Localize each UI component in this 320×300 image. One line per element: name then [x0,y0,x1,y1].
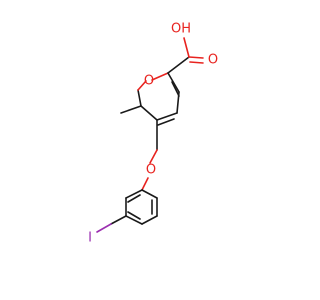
bond-ar4 [125,215,143,225]
bond-ar4-double [127,211,141,220]
bond-c5-c6 [140,105,158,121]
bond-c6-o1-b [137,80,147,91]
bond-c-i-b [96,223,112,233]
bond-ch2-o [149,149,158,164]
ether-oxygen-label: O [146,163,156,178]
carbonyl-oxygen-label: O [208,53,218,68]
bond-ar3 [141,215,158,225]
bond-c4-c5-double [157,118,175,126]
bond-c2-c3-double [171,81,180,97]
bond-o-aryl [141,177,149,191]
bond-c-oh [183,37,190,58]
bond-c-o-double-b [189,61,204,64]
bond-c2-cooh [167,56,190,74]
bond-ar6-double [127,194,141,203]
hydroxyl-label: OH [171,22,191,37]
molecule-structure: O OH O O I [88,22,218,246]
bond-o1-c2 [151,72,169,81]
ring-oxygen-label: O [144,74,154,89]
bond-c2-c3 [167,72,180,93]
bond-c-i-a [110,215,127,225]
bond-c-o-double-a [188,56,204,59]
bond-methyl [120,105,142,114]
iodine-label: I [88,231,92,246]
bond-c6-o1-a [137,89,142,107]
bond-c4-c5 [156,112,178,121]
bond-ar1 [141,189,158,199]
bond-c3-c4 [176,91,180,114]
bond-ar6 [125,189,143,199]
